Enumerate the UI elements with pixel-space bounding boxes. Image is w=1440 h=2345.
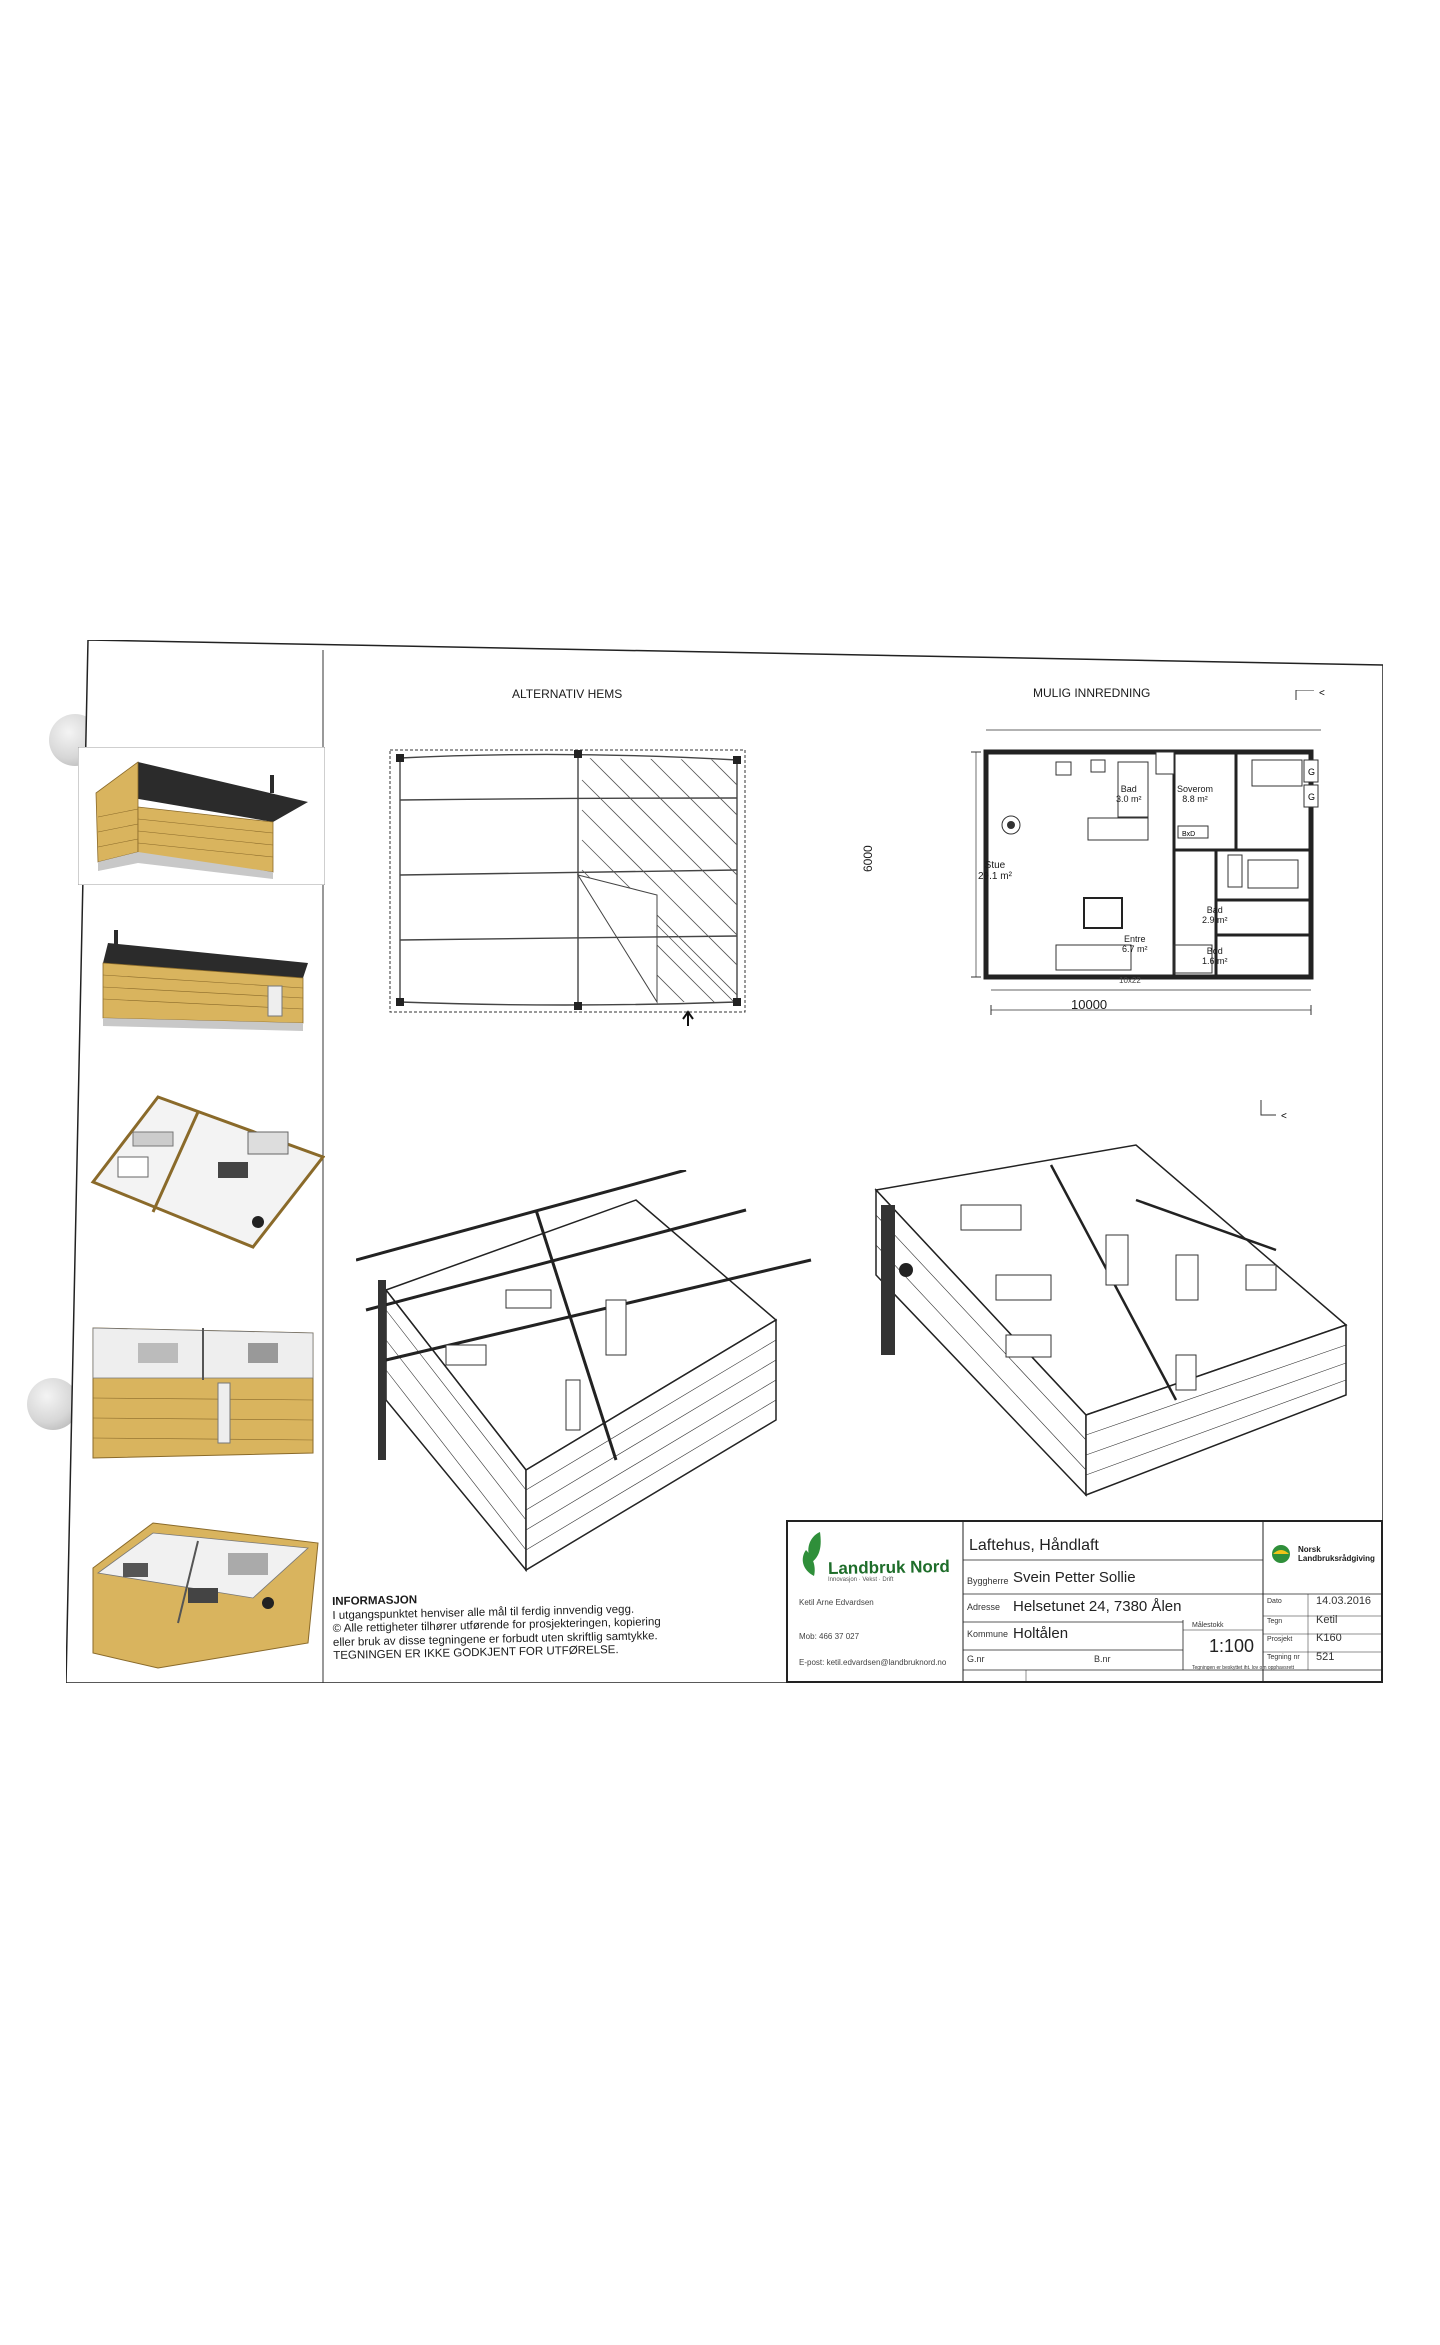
thumb-interior-iso-1 xyxy=(78,1072,326,1262)
left-section-title: ALTERNATIV HEMS xyxy=(512,687,623,701)
company-tagline: Innovasjon · Vekst · Drift xyxy=(828,1577,894,1583)
builder-label: Byggherre xyxy=(967,1576,1009,1586)
hems-plan xyxy=(389,749,746,1026)
right-section-title: MULIG INNREDNING xyxy=(1033,686,1151,700)
email-line: E-post: ketil.edvardsen@landbruknord.no xyxy=(799,1658,947,1667)
mobile-label: Mob xyxy=(799,1632,815,1641)
height-dimension: 6000 xyxy=(861,845,875,872)
punch-hole xyxy=(27,1378,79,1430)
width-dimension: 10000 xyxy=(1071,997,1108,1012)
bnr-label: B.nr xyxy=(1094,1654,1111,1664)
right-logo-text: Norsk Landbruksrådgiving xyxy=(1298,1545,1375,1563)
project-value: K160 xyxy=(1316,1632,1342,1644)
svg-text:G: G xyxy=(1308,767,1315,777)
company-name: Landbruk Nord xyxy=(827,1556,950,1579)
email-value: ketil.edvardsen@landbruknord.no xyxy=(826,1658,947,1667)
svg-text:G: G xyxy=(1308,792,1315,802)
svg-text:BxD: BxD xyxy=(1182,831,1195,838)
thumb-interior-iso-2 xyxy=(78,1288,325,1468)
title-block-frame xyxy=(786,1520,1383,1683)
floor-plan: < G G BxD xyxy=(971,690,1325,1015)
municipality-value: Holtålen xyxy=(1013,1625,1069,1642)
thumb-exterior-front xyxy=(77,746,326,886)
door-dimension: 10x22 xyxy=(1119,976,1141,985)
municipality-label: Kommune xyxy=(967,1629,1009,1639)
project-title: Laftehus, Håndlaft xyxy=(969,1537,1099,1554)
address-value: Helsetunet 24, 7380 Ålen xyxy=(1013,1598,1182,1615)
scale-label: Målestokk xyxy=(1192,1622,1224,1629)
address-label: Adresse xyxy=(967,1602,1001,1612)
builder-value: Svein Petter Sollie xyxy=(1013,1569,1136,1586)
iso-furnished-drawing: < xyxy=(874,1100,1348,1497)
scale-value: 1:100 xyxy=(1209,1636,1255,1656)
mobile-value: 466 37 027 xyxy=(819,1632,860,1641)
drawing-sheet: ALTERNATIV HEMS MULIG INNREDNING xyxy=(66,640,1383,1683)
thumb-exterior-side xyxy=(78,908,325,1046)
mobile-line: Mob: 466 37 027 xyxy=(799,1632,860,1641)
drawing-value: 521 xyxy=(1316,1651,1335,1663)
drawing-label: Tegning nr xyxy=(1267,1654,1300,1661)
svg-text:<: < xyxy=(1319,690,1325,699)
email-label: E-post xyxy=(799,1658,823,1667)
iso-hems-drawing xyxy=(356,1170,812,1573)
date-value: 14.03.2016 xyxy=(1316,1595,1372,1607)
drawn-value: Ketil xyxy=(1316,1614,1338,1626)
contact-name: Ketil Arne Edvardsen xyxy=(799,1598,874,1607)
information-block: INFORMASJON I utgangspunktet henviser al… xyxy=(332,1589,661,1663)
thumb-interior-iso-3 xyxy=(78,1493,325,1678)
project-label: Prosjekt xyxy=(1267,1636,1293,1643)
drawn-label: Tegn xyxy=(1267,1618,1283,1625)
svg-text:<: < xyxy=(1281,1111,1287,1122)
footer-note: Tegningen er beskyttet iht. lov om oppha… xyxy=(1192,1665,1295,1671)
date-label: Dato xyxy=(1267,1598,1282,1605)
gnr-label: G.nr xyxy=(967,1654,985,1664)
